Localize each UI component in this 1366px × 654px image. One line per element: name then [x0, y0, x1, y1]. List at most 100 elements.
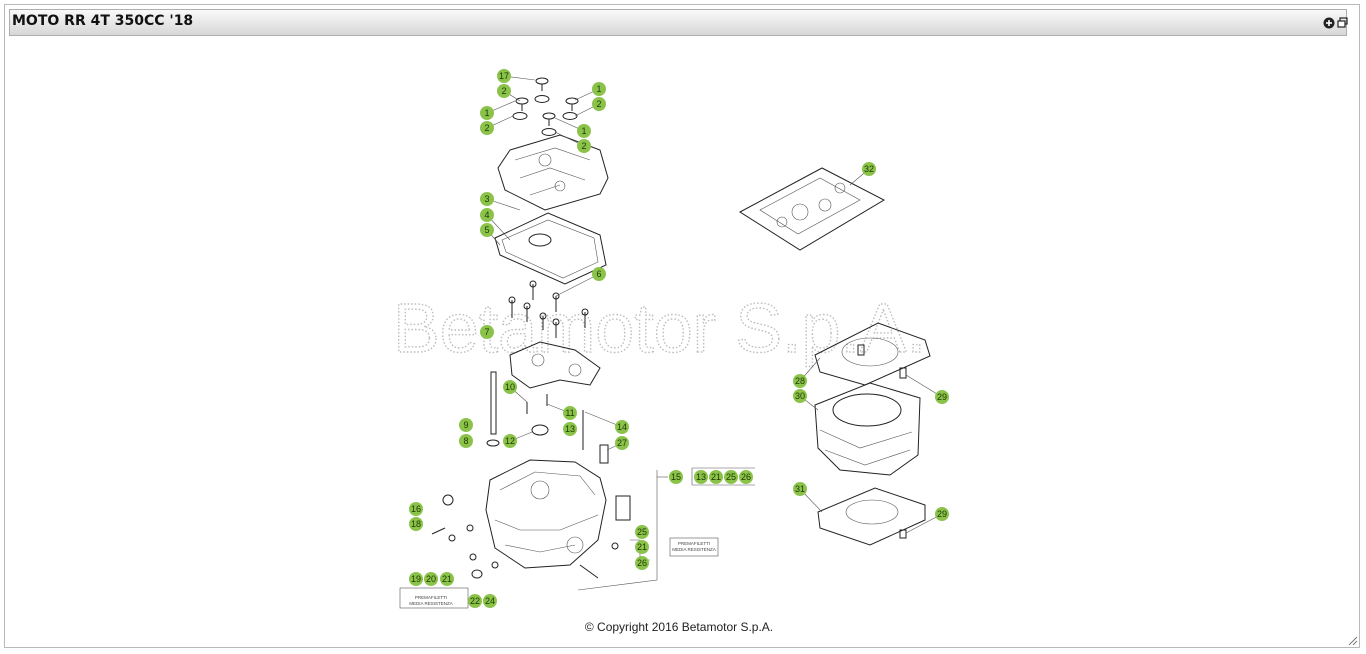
part-callout-19[interactable]: 19 — [409, 572, 423, 586]
callout-number: 21 — [637, 542, 647, 552]
head-small-parts — [431, 494, 631, 579]
note-threadlock-label-4: MEDIA RESISTENZA — [672, 547, 716, 552]
callout-number: 13 — [696, 472, 706, 482]
callout-badge — [480, 223, 494, 237]
part-callout-1[interactable]: 1 — [577, 124, 591, 138]
part-callout-9[interactable]: 9 — [459, 418, 473, 432]
part-callout-20[interactable]: 20 — [424, 572, 438, 586]
callout-badge — [793, 389, 807, 403]
part-callout-28[interactable]: 28 — [793, 374, 807, 388]
part-callout-6[interactable]: 6 — [592, 267, 606, 281]
note-threadlock-label-1: PREMAFILETTI — [415, 595, 447, 600]
part-callout-25[interactable]: 25 — [635, 525, 649, 539]
callout-badge — [669, 470, 683, 484]
part-callout-17[interactable]: 17 — [497, 69, 511, 83]
callout-number: 10 — [505, 382, 515, 392]
part-callout-3[interactable]: 3 — [480, 192, 494, 206]
callout-number: 31 — [795, 484, 805, 494]
part-callout-27[interactable]: 27 — [615, 436, 629, 450]
part-callout-5[interactable]: 5 — [480, 223, 494, 237]
part-callout-4[interactable]: 4 — [480, 208, 494, 222]
callout-number: 2 — [581, 141, 586, 151]
callout-badge — [459, 434, 473, 448]
camshaft-carrier — [509, 341, 601, 389]
part-callout-25[interactable]: 25 — [724, 470, 738, 484]
part-callout-13[interactable]: 13 — [563, 422, 577, 436]
note-threadlock-label-2: MEDIA RESISTENZA — [409, 601, 453, 606]
callout-badge — [694, 470, 708, 484]
part-callout-18[interactable]: 18 — [409, 517, 423, 531]
callout-number: 9 — [463, 420, 468, 430]
resize-handle-icon[interactable] — [1348, 636, 1358, 646]
callout-number: 22 — [470, 596, 480, 606]
callout-number: 12 — [505, 436, 515, 446]
callout-number: 19 — [411, 574, 421, 584]
part-callout-26[interactable]: 26 — [635, 556, 649, 570]
callout-badge — [424, 572, 438, 586]
callout-number: 14 — [617, 422, 627, 432]
part-callout-29[interactable]: 29 — [935, 390, 949, 404]
part-callout-11[interactable]: 11 — [563, 406, 577, 420]
callout-number: 6 — [596, 269, 601, 279]
part-callout-21[interactable]: 21 — [440, 572, 454, 586]
cylinder-stud — [486, 371, 500, 447]
part-callout-1[interactable]: 1 — [480, 106, 494, 120]
part-callout-24[interactable]: 24 — [483, 594, 497, 608]
part-callout-14[interactable]: 14 — [615, 420, 629, 434]
part-callout-32[interactable]: 32 — [862, 162, 876, 176]
callout-number: 32 — [864, 164, 874, 174]
plus-circle-icon[interactable] — [1323, 17, 1335, 29]
callout-number: 29 — [937, 392, 947, 402]
callout-badge — [592, 267, 606, 281]
callout-badge — [409, 517, 423, 531]
part-callout-26[interactable]: 26 — [739, 470, 753, 484]
part-callout-2[interactable]: 2 — [480, 121, 494, 135]
small-parts-mid — [526, 394, 609, 464]
valve-cover-gasket — [494, 212, 607, 285]
part-callout-10[interactable]: 10 — [503, 380, 517, 394]
part-callout-8[interactable]: 8 — [459, 434, 473, 448]
callout-number: 25 — [726, 472, 736, 482]
callout-badge — [409, 502, 423, 516]
valve-cover-screws — [512, 77, 579, 136]
part-callout-31[interactable]: 31 — [793, 482, 807, 496]
callout-badge — [724, 470, 738, 484]
callout-number: 26 — [637, 558, 647, 568]
callout-badge — [480, 325, 494, 339]
part-callout-2[interactable]: 2 — [497, 84, 511, 98]
restore-window-icon[interactable] — [1337, 17, 1349, 29]
callout-number: 5 — [484, 225, 489, 235]
callout-number: 21 — [711, 472, 721, 482]
callout-badge — [592, 82, 606, 96]
callout-number: 1 — [484, 108, 489, 118]
part-callout-21[interactable]: 21 — [635, 540, 649, 554]
part-callout-2[interactable]: 2 — [577, 139, 591, 153]
callout-number: 29 — [937, 509, 947, 519]
part-callout-22[interactable]: 22 — [468, 594, 482, 608]
part-callout-1[interactable]: 1 — [592, 82, 606, 96]
part-callout-7[interactable]: 7 — [480, 325, 494, 339]
part-callout-30[interactable]: 30 — [793, 389, 807, 403]
callout-badge — [577, 139, 591, 153]
part-callout-16[interactable]: 16 — [409, 502, 423, 516]
callout-badge — [503, 434, 517, 448]
callout-badge — [635, 556, 649, 570]
callout-number: 1 — [581, 126, 586, 136]
callout-badge — [480, 192, 494, 206]
callout-number: 26 — [741, 472, 751, 482]
callout-number: 3 — [484, 194, 489, 204]
part-callout-12[interactable]: 12 — [503, 434, 517, 448]
part-callout-13[interactable]: 13 — [694, 470, 708, 484]
callout-badge — [592, 97, 606, 111]
callout-number: 8 — [463, 436, 468, 446]
head-gasket — [814, 322, 931, 386]
callout-badge — [739, 470, 753, 484]
part-callout-2[interactable]: 2 — [592, 97, 606, 111]
callout-number: 13 — [565, 424, 575, 434]
copyright-text: © Copyright 2016 Betamotor S.p.A. — [584, 620, 774, 634]
part-callout-21[interactable]: 21 — [709, 470, 723, 484]
part-callout-29[interactable]: 29 — [935, 507, 949, 521]
callout-leader-line — [555, 273, 600, 297]
part-callout-15[interactable]: 15 — [669, 470, 683, 484]
